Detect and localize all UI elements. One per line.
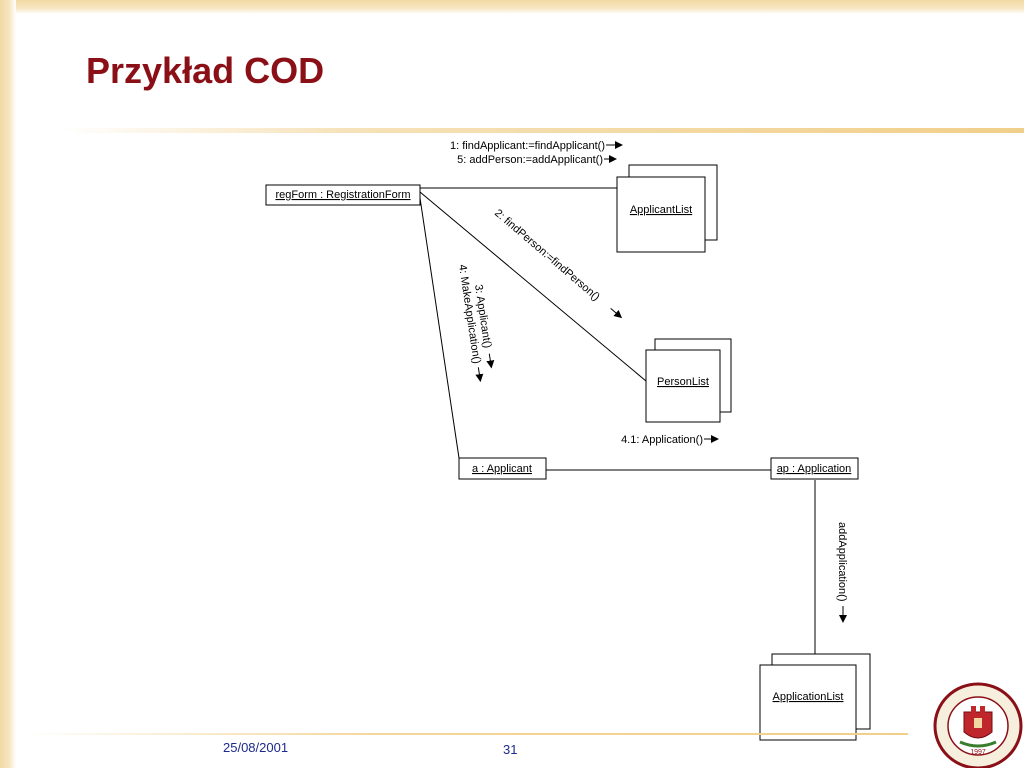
object-application[interactable]: ap : Application <box>770 457 859 480</box>
object-regform[interactable]: regForm : RegistrationForm <box>265 184 421 206</box>
multiobject-applicationlist-label: ApplicationList <box>773 691 844 703</box>
footer-page-number: 31 <box>503 742 518 757</box>
seal-year: 1997 <box>970 749 986 756</box>
slide-title: Przykład COD <box>86 50 325 91</box>
multiobject-applicantlist[interactable]: ApplicantList <box>616 164 718 253</box>
message-find-applicant-label: 1: findApplicant:=findApplicant() <box>450 140 605 152</box>
footer-divider <box>24 733 908 735</box>
message-find-person: 2: findPerson:=findPerson() <box>492 207 623 319</box>
multiobject-applicantlist-label: ApplicantList <box>630 204 692 216</box>
message-add-person: 5: addPerson:=addApplicant() <box>457 154 617 166</box>
message-application-ctor-label: 4.1: Application() <box>621 434 703 446</box>
left-decor-band <box>0 0 16 768</box>
multiobject-personlist[interactable]: PersonList <box>645 338 732 423</box>
footer-date: 25/08/2001 <box>223 740 289 755</box>
university-seal-logo: 1997 <box>933 682 1023 768</box>
message-applicant-ctor-arrow <box>486 353 495 369</box>
message-make-application-arrow <box>475 367 484 383</box>
multiobject-personlist-label: PersonList <box>657 376 709 388</box>
link-regform-personlist <box>419 191 647 382</box>
title-divider <box>60 128 1024 133</box>
link-regform-applicant <box>419 197 460 459</box>
object-applicant[interactable]: a : Applicant <box>458 457 547 480</box>
multiobject-applicationlist[interactable]: ApplicationList <box>759 653 871 741</box>
message-add-person-label: 5: addPerson:=addApplicant() <box>457 154 603 166</box>
message-find-applicant: 1: findApplicant:=findApplicant() <box>450 140 623 152</box>
message-add-application-label: addApplication() <box>836 522 848 602</box>
message-add-application: addApplication() <box>836 522 848 623</box>
top-decor-band <box>0 0 1024 14</box>
object-regform-label: regForm : RegistrationForm <box>275 189 410 201</box>
message-find-person-arrow <box>610 307 623 319</box>
message-find-person-label: 2: findPerson:=findPerson() <box>492 207 602 303</box>
object-application-label: ap : Application <box>777 463 852 475</box>
object-applicant-label: a : Applicant <box>472 463 532 475</box>
message-application-ctor: 4.1: Application() <box>621 434 719 446</box>
